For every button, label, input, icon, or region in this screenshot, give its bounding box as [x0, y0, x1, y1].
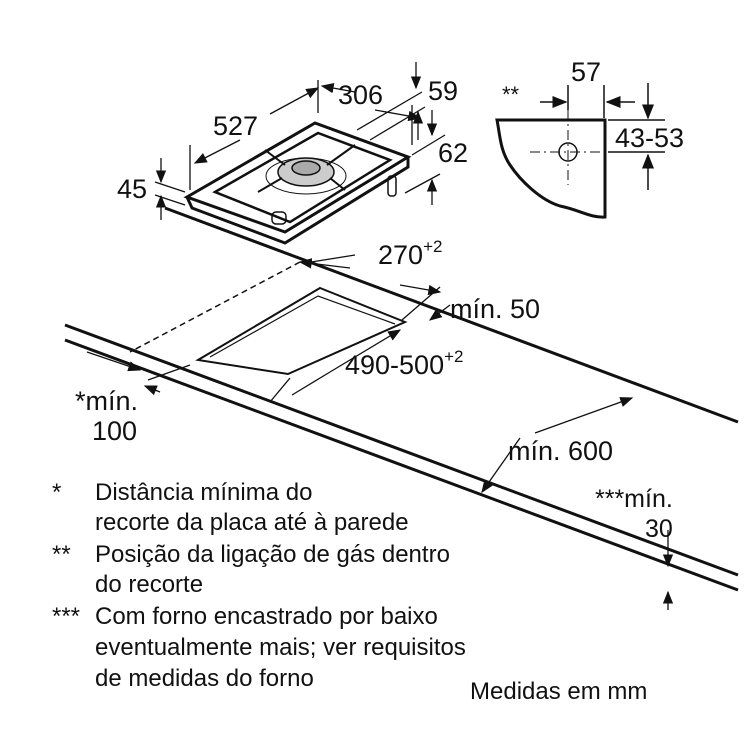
- note-line: de medidas do forno: [95, 665, 314, 692]
- dashed-guide: [129, 261, 301, 353]
- min-thickness-label-2: 30: [645, 515, 673, 543]
- cutout-depth-tolerance: +2: [444, 347, 464, 366]
- cutout-depth-value: 490-500: [345, 350, 445, 380]
- hob-depth-label: 527: [213, 111, 259, 141]
- gas-position-detail: [495, 83, 665, 219]
- note-line: eventualmente mais; ver requisitos: [95, 634, 466, 661]
- dimension-lines: [86, 62, 674, 610]
- note-marker: **: [52, 541, 71, 568]
- note-line: Com forno encastrado por baixo: [95, 603, 438, 630]
- cutout: [195, 286, 408, 376]
- cutout-width-tolerance: +2: [423, 237, 443, 256]
- cutout-width-value: 270: [378, 240, 424, 270]
- hob-width-label: 306: [338, 80, 384, 110]
- units-note: Medidas em mm: [470, 678, 648, 705]
- gas-marker: **: [502, 82, 520, 107]
- note-line: Distância mínima do: [95, 479, 313, 506]
- note-marker: ***: [52, 603, 81, 630]
- note-line: do recorte: [95, 571, 204, 598]
- cutout-depth-label: 490-500+2: [345, 348, 463, 380]
- note-line: Posição da ligação de gás dentro: [95, 541, 450, 568]
- gas-offset-top-label: 59: [428, 76, 459, 106]
- cutout-width-label: 270+2: [378, 238, 442, 270]
- hob: [183, 121, 412, 245]
- hob-height-label: 45: [117, 174, 148, 204]
- note-marker: *: [52, 479, 62, 506]
- gas-horizontal-label: 57: [571, 57, 602, 87]
- min-counter-depth-label: mín. 600: [508, 436, 614, 466]
- min-wall-label-2: 100: [92, 416, 138, 446]
- gas-vertical-label: 43-53: [615, 123, 685, 153]
- min-wall-label-1: *mín.: [75, 386, 139, 416]
- min-back-label: mín. 50: [450, 294, 541, 324]
- note-line: recorte da placa até à parede: [95, 509, 409, 536]
- countertop: [64, 206, 739, 592]
- gas-offset-side-label: 62: [438, 138, 469, 168]
- min-thickness-label-1: ***mín.: [595, 485, 673, 513]
